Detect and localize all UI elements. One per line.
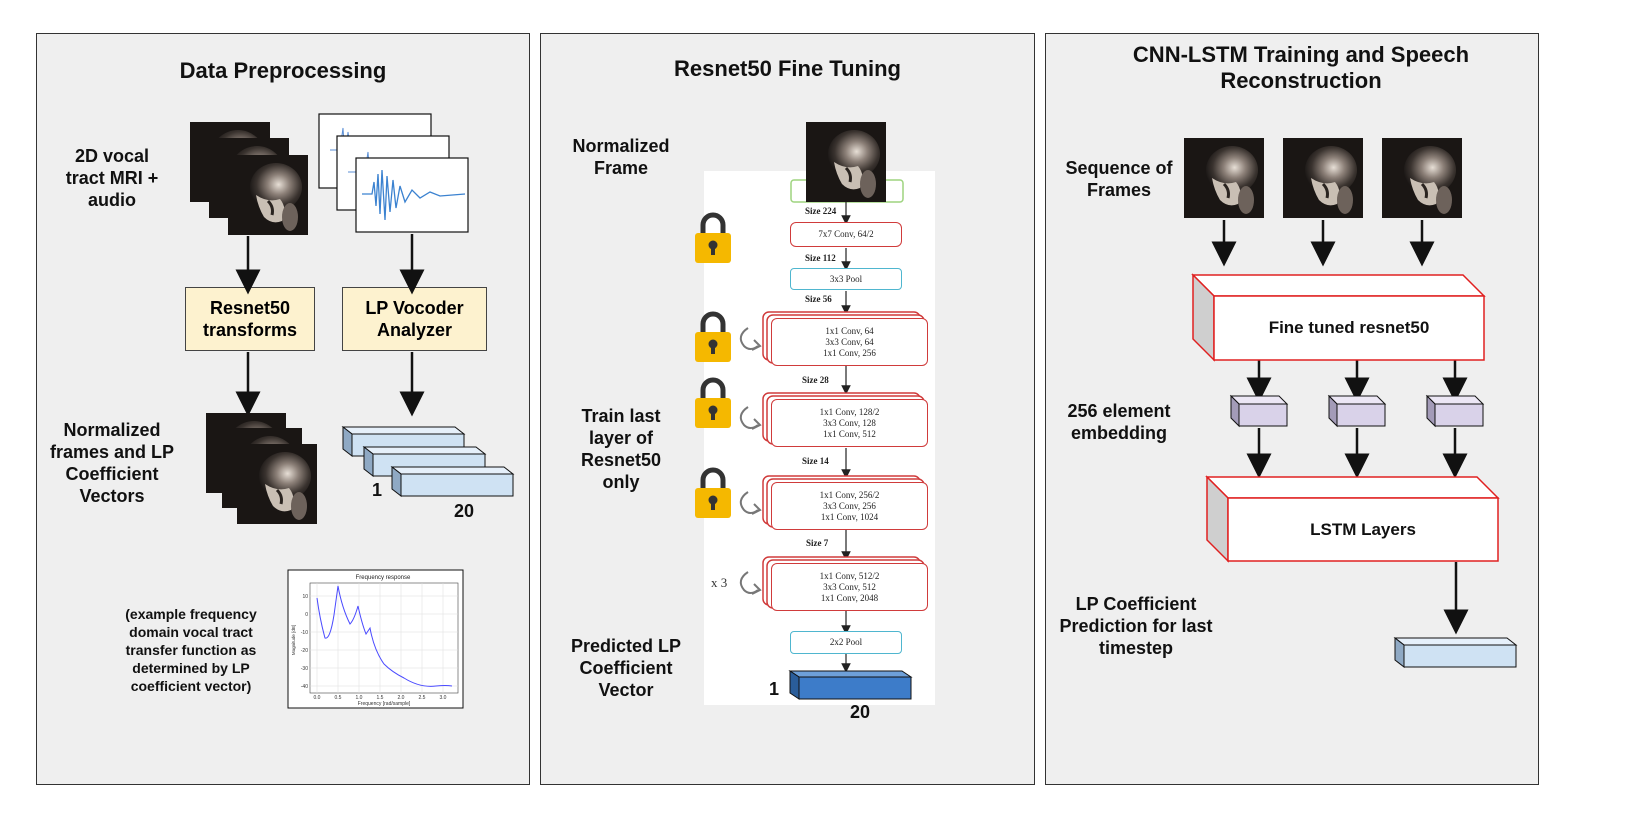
panel-title: CNN-LSTM Training and Speech Reconstruct… bbox=[1132, 42, 1470, 93]
ytick: 0 bbox=[305, 612, 308, 618]
train-last-layer-label: Train last layer of Resnet50 only bbox=[580, 406, 662, 492]
size-label: Size 7 bbox=[806, 538, 829, 548]
pool2-text: 2x2 Pool bbox=[829, 637, 863, 647]
block-line: 3x3 Conv, 512 bbox=[823, 581, 876, 592]
pool1-box: 3x3 Pool bbox=[790, 268, 902, 290]
size-label: Size 14 bbox=[802, 456, 829, 466]
block-line: 1x1 Conv, 2048 bbox=[820, 592, 879, 603]
block-line: 1x1 Conv, 512/2 bbox=[819, 570, 880, 581]
sequence-of-frames-label: Sequence of Frames bbox=[1065, 158, 1173, 200]
xtick: 3.0 bbox=[440, 695, 447, 701]
vector-dim-1: 1 bbox=[372, 480, 383, 500]
repeat-icon bbox=[739, 571, 761, 595]
output-vector-dark bbox=[788, 670, 913, 700]
normalized-frames-stack bbox=[204, 411, 319, 526]
conv-block-4: 1x1 Conv, 512/2 3x3 Conv, 512 1x1 Conv, … bbox=[771, 563, 928, 611]
xtick: 1.0 bbox=[356, 695, 363, 701]
frequency-note: (example frequency domain vocal tract tr… bbox=[125, 606, 257, 694]
size-label: Size 56 bbox=[805, 294, 832, 304]
repeat-icon bbox=[739, 406, 761, 430]
lstm-layers-label: LSTM Layers bbox=[1310, 520, 1416, 539]
block-line: 1x1 Conv, 128/2 bbox=[819, 406, 880, 417]
normalized-frames-label: Normalized frames and LP Coefficient Vec… bbox=[49, 420, 175, 506]
lp-prediction-label: LP Coefficient Prediction for last times… bbox=[1059, 594, 1213, 658]
mri-audio-label: 2D vocal tract MRI + audio bbox=[65, 146, 159, 210]
lp-vocoder-box: LP Vocoder Analyzer bbox=[342, 287, 487, 351]
panel-title: Resnet50 Fine Tuning bbox=[674, 56, 901, 81]
xtick: 1.5 bbox=[377, 695, 384, 701]
lock-icon bbox=[695, 470, 731, 518]
block-line: 1x1 Conv, 512 bbox=[823, 428, 876, 439]
conv-block-2: 1x1 Conv, 128/2 3x3 Conv, 128 1x1 Conv, … bbox=[771, 399, 928, 447]
lp-output-vector bbox=[1393, 636, 1518, 669]
embedding-label: 256 element embedding bbox=[1067, 401, 1171, 443]
fine-tuned-resnet-label: Fine tuned resnet50 bbox=[1268, 318, 1430, 337]
lp-vector-stack bbox=[341, 425, 515, 498]
size-label: Size 28 bbox=[802, 375, 829, 385]
lock-icon bbox=[695, 380, 731, 428]
conv-block-3: 1x1 Conv, 256/2 3x3 Conv, 256 1x1 Conv, … bbox=[771, 482, 928, 530]
vector-dim-20: 20 bbox=[454, 501, 475, 521]
conv-block-1: 1x1 Conv, 64 3x3 Conv, 64 1x1 Conv, 256 bbox=[771, 318, 928, 366]
block-line: 1x1 Conv, 256/2 bbox=[819, 489, 880, 500]
embedding-blocks bbox=[1229, 394, 1485, 428]
block-line: 1x1 Conv, 256 bbox=[823, 347, 876, 358]
repeat-label: x 3 bbox=[711, 575, 728, 590]
xtick: 2.0 bbox=[398, 695, 405, 701]
mri-stack-top bbox=[188, 120, 310, 237]
lstm-3d-box bbox=[1205, 475, 1500, 563]
xtick: 2.5 bbox=[419, 695, 426, 701]
size-label: Size 112 bbox=[805, 253, 836, 263]
ytick: -10 bbox=[301, 630, 308, 636]
repeat-icon bbox=[739, 327, 761, 351]
pool2-box: 2x2 Pool bbox=[790, 631, 902, 654]
vector-dim-1: 1 bbox=[769, 679, 780, 699]
ytick: -20 bbox=[301, 648, 308, 654]
lock-icon bbox=[695, 215, 731, 263]
xlabel: Frequency [rad/sample] bbox=[358, 701, 411, 707]
xtick: 0.5 bbox=[335, 695, 342, 701]
block-line: 3x3 Conv, 64 bbox=[825, 336, 874, 347]
size-label: Size 224 bbox=[805, 206, 837, 216]
panel-title: Data Preprocessing bbox=[179, 58, 387, 83]
block-line: 1x1 Conv, 64 bbox=[825, 325, 874, 336]
predicted-lp-label: Predicted LP Coefficient Vector bbox=[570, 636, 682, 700]
ytick: -40 bbox=[301, 684, 308, 690]
frame-2 bbox=[1281, 136, 1365, 220]
block-line: 3x3 Conv, 256 bbox=[823, 500, 876, 511]
lock-icon bbox=[695, 314, 731, 362]
normalized-frame-label: Normalized Frame bbox=[572, 136, 670, 178]
repeat-icon bbox=[739, 491, 761, 515]
conv1-box: 7x7 Conv, 64/2 bbox=[790, 222, 902, 247]
normalized-frame-image bbox=[804, 120, 888, 204]
ylabel: Magnitude [dB] bbox=[291, 625, 296, 655]
resnet-transforms-box: Resnet50 transforms bbox=[185, 287, 315, 351]
block-line: 3x3 Conv, 128 bbox=[823, 417, 876, 428]
ytick: 10 bbox=[302, 594, 308, 600]
frequency-response-plot: Frequency response 0.0 0.5 1.0 1.5 2.0 2… bbox=[287, 569, 464, 709]
vector-dim-20: 20 bbox=[850, 702, 871, 722]
frame-3 bbox=[1380, 136, 1464, 220]
block-line: 1x1 Conv, 1024 bbox=[820, 511, 879, 522]
conv1-text: 7x7 Conv, 64/2 bbox=[818, 229, 874, 239]
frame-1 bbox=[1182, 136, 1266, 220]
xtick: 0.0 bbox=[314, 695, 321, 701]
ytick: -30 bbox=[301, 666, 308, 672]
audio-waveform-stack bbox=[318, 113, 469, 233]
resnet-3d-box bbox=[1191, 273, 1486, 362]
svg-text:Frequency response: Frequency response bbox=[356, 575, 411, 581]
pool1-text: 3x3 Pool bbox=[829, 273, 863, 284]
